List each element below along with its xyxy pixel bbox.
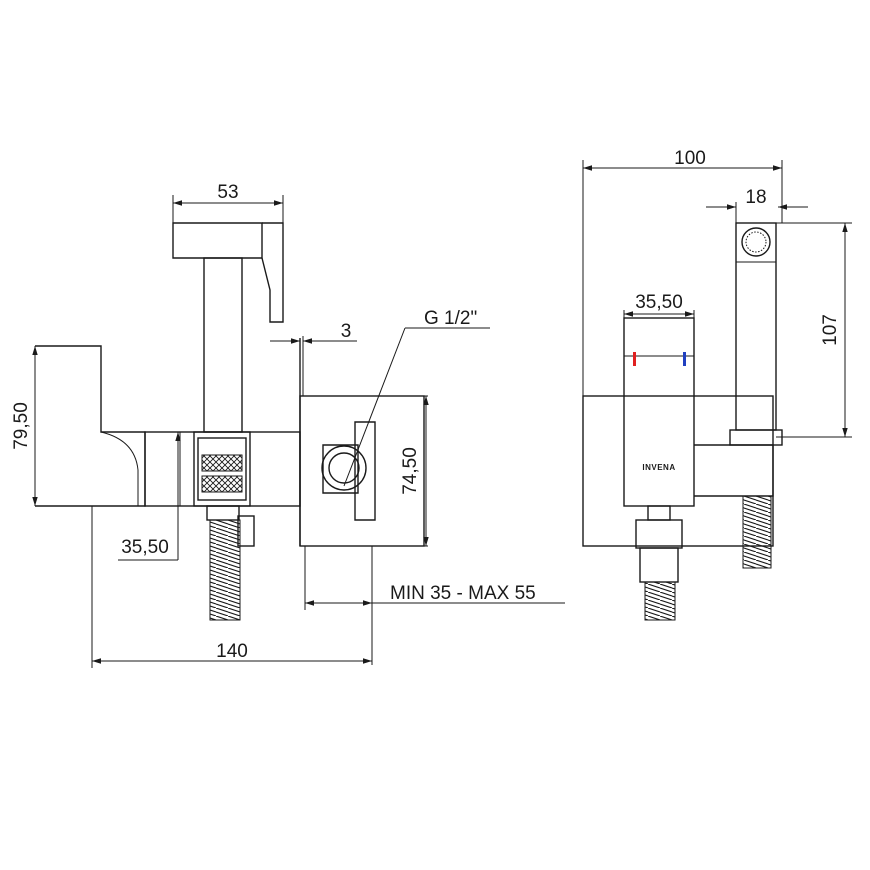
stem <box>203 257 243 433</box>
hose <box>209 519 241 621</box>
hose-nut <box>206 505 240 521</box>
dim-left-height: 79,50 <box>11 402 32 450</box>
dim-top-width: 53 <box>217 182 238 203</box>
wall-flange <box>35 345 146 507</box>
dim-install-depth: MIN 35 - MAX 55 <box>390 583 536 604</box>
dim-head-height: 107 <box>820 314 841 346</box>
dim-wall-gap: 3 <box>341 321 352 342</box>
front-hose-left <box>644 581 676 621</box>
knurl-lower <box>201 475 243 493</box>
thread-leader <box>343 327 406 487</box>
dim-head-width: 18 <box>745 187 766 208</box>
brand-logo: INVENA <box>642 463 675 472</box>
dim-body-height: 35,50 <box>121 537 169 558</box>
holder-inner <box>197 437 247 501</box>
side-view: 53 3 G 1/2" 79,50 35,50 74,50 MIN 35 - M… <box>11 182 565 668</box>
head-base <box>729 429 783 446</box>
thread-outer <box>321 445 367 491</box>
thread-inner <box>328 452 360 484</box>
valve-nut <box>647 505 671 521</box>
valve-block <box>623 317 695 507</box>
valve-outlet <box>635 519 683 549</box>
front-view: INVENA 100 18 35,50 107 <box>582 148 852 621</box>
dim-box-height: 74,50 <box>400 447 421 495</box>
dim-total-length: 140 <box>216 641 248 662</box>
nozzle-holes <box>745 231 767 253</box>
front-hose-right <box>742 495 772 569</box>
hot-marker <box>633 352 636 366</box>
dim-total-width: 100 <box>674 148 706 169</box>
flange-curve <box>100 431 139 506</box>
front-spray-head <box>735 222 777 431</box>
spray-head <box>172 222 263 259</box>
cold-marker <box>683 352 686 366</box>
connector-housing <box>322 444 359 494</box>
holder-bracket <box>694 444 774 497</box>
dim-thread: G 1/2" <box>424 308 477 329</box>
knurl-upper <box>201 454 243 472</box>
nozzle-outer <box>741 227 771 257</box>
dim-valve-width: 35,50 <box>635 292 683 313</box>
valve-coupling <box>639 547 679 583</box>
spray-lever <box>261 222 284 323</box>
